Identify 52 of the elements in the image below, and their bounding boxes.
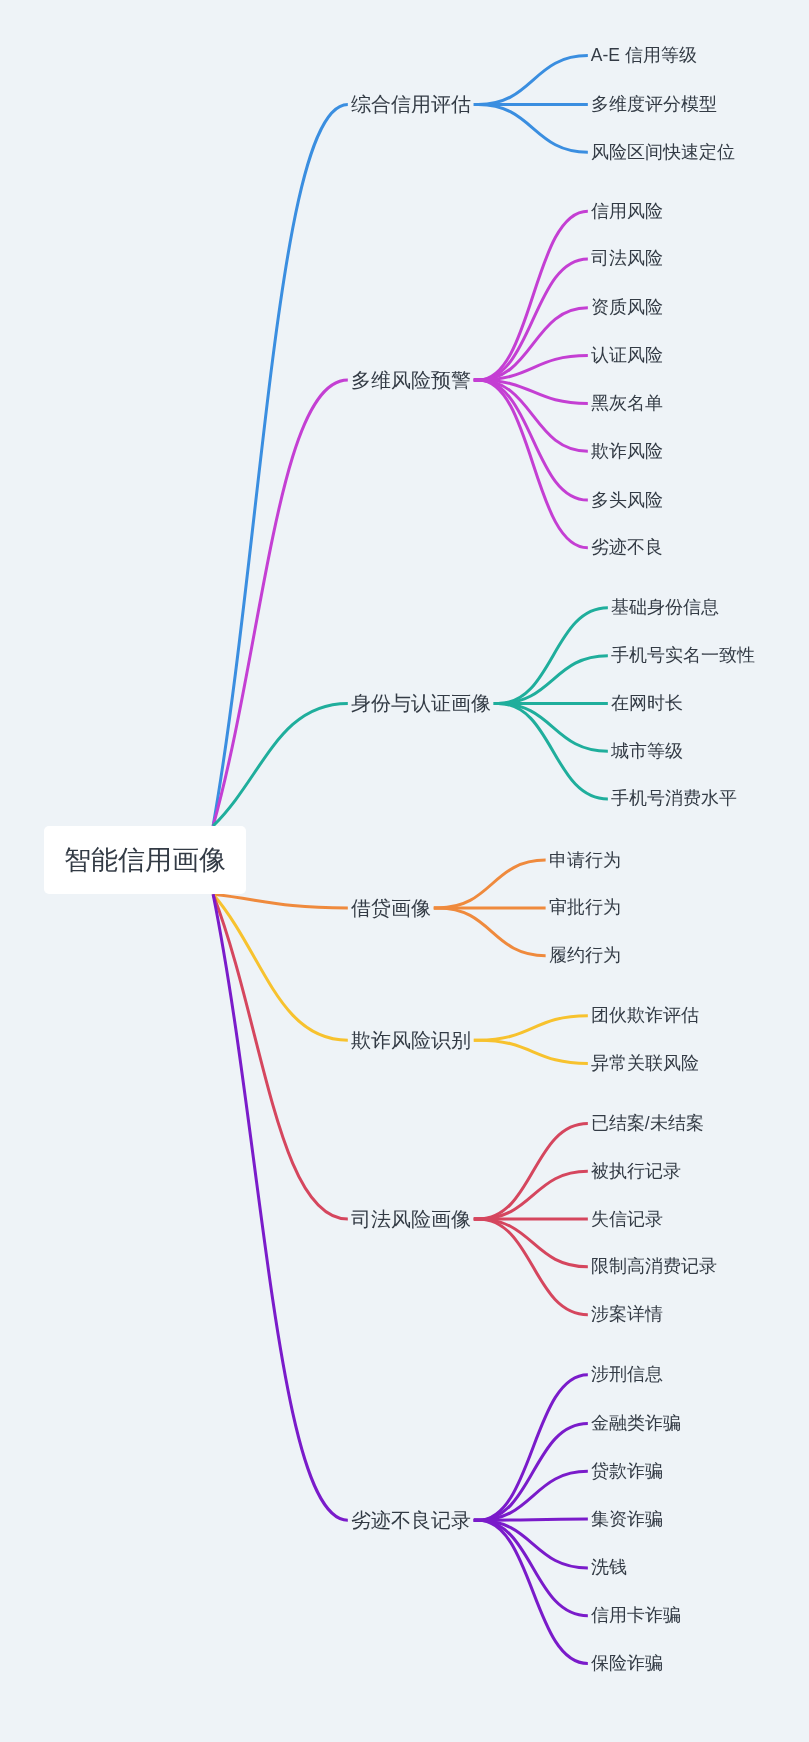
leaf-label: 涉案详情 (587, 1302, 666, 1328)
leaf-label: 洗钱 (587, 1555, 630, 1581)
leaf-label: 城市等级 (607, 738, 686, 764)
leaf-label: 手机号实名一致性 (607, 643, 758, 669)
leaf-label: 保险诈骗 (587, 1651, 666, 1677)
leaf-label: 信用卡诈骗 (587, 1603, 684, 1629)
leaf-label: 基础身份信息 (607, 595, 722, 621)
leaf-label: 风险区间快速定位 (587, 139, 738, 165)
branch-label: 借贷画像 (347, 893, 434, 922)
connector-line (473, 1518, 589, 1665)
branch-label: 司法风险画像 (347, 1205, 474, 1234)
leaf-label: 集资诈骗 (587, 1506, 666, 1532)
branch-label: 劣迹不良记录 (347, 1506, 474, 1535)
leaf-label: 认证风险 (587, 343, 666, 369)
connector-line (211, 894, 349, 1522)
leaf-label: 金融类诈骗 (587, 1411, 684, 1436)
connector-line (211, 378, 349, 827)
leaf-label: 异常关联风险 (587, 1050, 702, 1076)
branch-label: 欺诈风险识别 (347, 1026, 474, 1055)
root-node: 智能信用画像 (44, 825, 247, 895)
leaf-label: 贷款诈骗 (587, 1458, 666, 1484)
leaf-label: 限制高消费记录 (587, 1254, 720, 1280)
leaf-label: 审批行为 (545, 895, 624, 921)
connector-line (212, 701, 348, 827)
connector-line (473, 378, 589, 550)
connector-line (433, 906, 546, 958)
leaf-label: 团伙欺诈评估 (587, 1003, 702, 1029)
leaf-label: 涉刑信息 (587, 1362, 666, 1388)
connector-line (493, 701, 609, 801)
connector-line (473, 1038, 588, 1065)
leaf-label: 已结案/未结案 (587, 1111, 707, 1136)
leaf-label: 多维度评分模型 (587, 91, 720, 117)
connector-line (473, 102, 588, 154)
leaf-label: 多头风险 (587, 487, 666, 513)
leaf-label: 劣迹不良 (587, 535, 666, 561)
leaf-label: 申请行为 (545, 847, 624, 873)
connector-line (212, 892, 348, 910)
leaf-label: 欺诈风险 (587, 438, 666, 464)
leaf-label: 信用风险 (587, 198, 666, 224)
branch-label: 身份与认证画像 (347, 689, 494, 718)
leaf-label: A-E 信用等级 (587, 43, 700, 69)
leaf-label: 资质风险 (587, 295, 666, 321)
leaf-label: 在网时长 (607, 690, 686, 716)
leaf-label: 黑灰名单 (587, 390, 666, 416)
branch-label: 多维风险预警 (347, 366, 474, 395)
connector-line (473, 1217, 589, 1317)
leaf-label: 失信记录 (587, 1206, 666, 1232)
leaf-label: 履约行为 (545, 943, 624, 969)
leaf-label: 司法风险 (587, 246, 666, 272)
leaf-label: 手机号消费水平 (607, 786, 740, 812)
leaf-label: 被执行记录 (587, 1158, 684, 1184)
branch-label: 综合信用评估 (347, 90, 474, 119)
